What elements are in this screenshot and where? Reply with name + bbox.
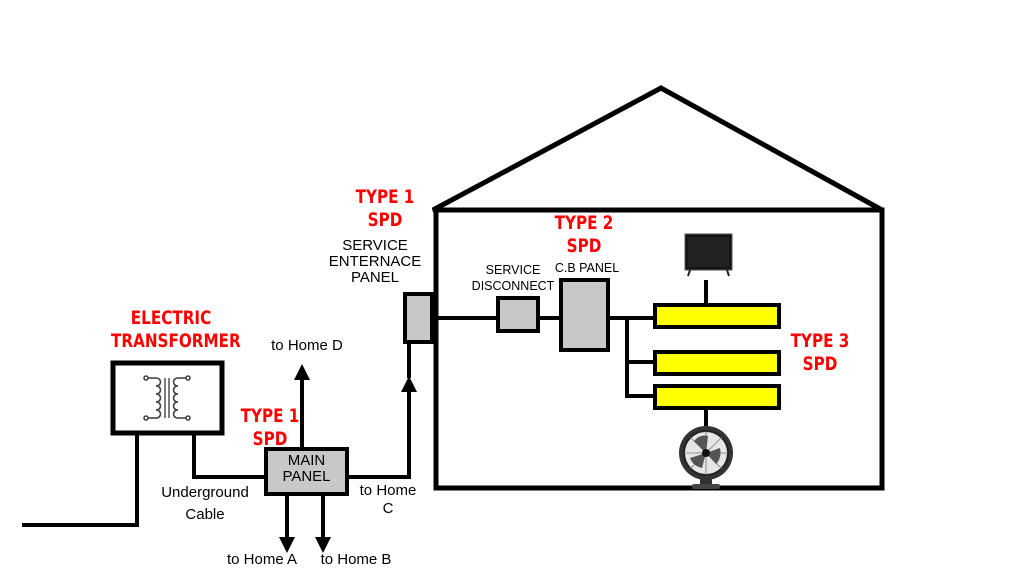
- type1-spd-main-text: TYPE 1 SPD: [240, 405, 300, 451]
- type3-spd-text: TYPE 3 SPD: [790, 330, 850, 376]
- television-icon: [684, 233, 733, 277]
- main-panel-text: MAIN PANEL: [282, 452, 331, 485]
- cb-panel-text: C.B PANEL: [554, 261, 620, 275]
- main-panel-label: MAIN PANEL: [266, 453, 347, 485]
- service-disconnect-box: [496, 296, 540, 333]
- to-home-b-text: to Home B: [320, 551, 392, 568]
- outlet-strip-1: [653, 303, 781, 329]
- type2-spd-text: TYPE 2 SPD: [554, 212, 614, 258]
- type1-spd-main-label: TYPE 1 SPD: [230, 405, 310, 451]
- electric-transformer-text: ELECTRIC TRANSFORMER: [111, 307, 241, 353]
- service-entrance-panel-text: SERVICE ENTERNACE PANEL: [328, 237, 422, 287]
- house-walls: [433, 207, 885, 491]
- main-panel-to-entrance-line: [347, 376, 417, 479]
- outlet-strip-2: [653, 350, 781, 376]
- to-home-d-text: to Home D: [271, 337, 343, 354]
- transformer-to-main-panel-line: [192, 433, 266, 479]
- transformer-box: [110, 360, 225, 436]
- type2-spd-label: TYPE 2 SPD: [544, 212, 624, 258]
- electric-transformer-label: ELECTRIC TRANSFORMER: [111, 307, 241, 353]
- to-home-d-label: to Home D: [252, 337, 362, 355]
- type1-spd-outside-label: TYPE 1 SPD: [345, 186, 425, 232]
- main-panel-box: [264, 447, 349, 496]
- underground-cable-line: [22, 433, 139, 527]
- service-disconnect-label: SERVICE DISCONNECT: [458, 262, 568, 295]
- service-disconnect-text: SERVICE DISCONNECT: [471, 263, 555, 294]
- outlet-strip-3: [653, 384, 781, 410]
- cb-panel-box: [559, 278, 610, 352]
- to-home-a-label: to Home A: [212, 551, 312, 569]
- to-home-c-text: to Home C: [359, 482, 417, 517]
- underground-cable-label: Underground Cable: [146, 482, 264, 526]
- to-home-a-text: to Home A: [226, 551, 298, 568]
- to-home-b-label: to Home B: [306, 551, 406, 569]
- underground-cable-text: Underground Cable: [161, 484, 249, 523]
- branch-wiring: [625, 318, 655, 398]
- type3-spd-label: TYPE 3 SPD: [780, 330, 860, 376]
- to-home-c-label: to Home C: [352, 482, 424, 518]
- house-roof: [431, 85, 884, 213]
- type1-spd-outside-text: TYPE 1 SPD: [355, 186, 415, 232]
- service-entrance-panel-box: [403, 292, 434, 344]
- cb-panel-label: C.B PANEL: [542, 261, 632, 276]
- transformer-coil-icon: [143, 375, 191, 421]
- desk-fan-icon: [679, 426, 733, 489]
- service-entrance-panel-label: SERVICE ENTERNACE PANEL: [310, 237, 440, 287]
